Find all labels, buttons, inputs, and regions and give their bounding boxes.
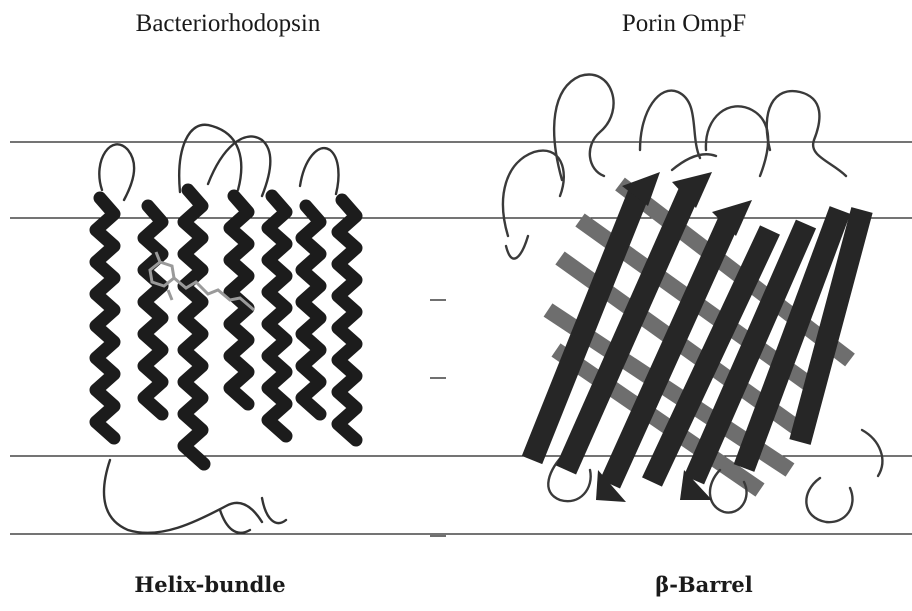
bacteriorhodopsin-structure	[96, 125, 356, 533]
center-ticks	[430, 300, 446, 536]
helices	[96, 190, 356, 464]
caption-beta-barrel: β-Barrel	[655, 572, 752, 597]
caption-helix-bundle: Helix-bundle	[134, 572, 285, 597]
